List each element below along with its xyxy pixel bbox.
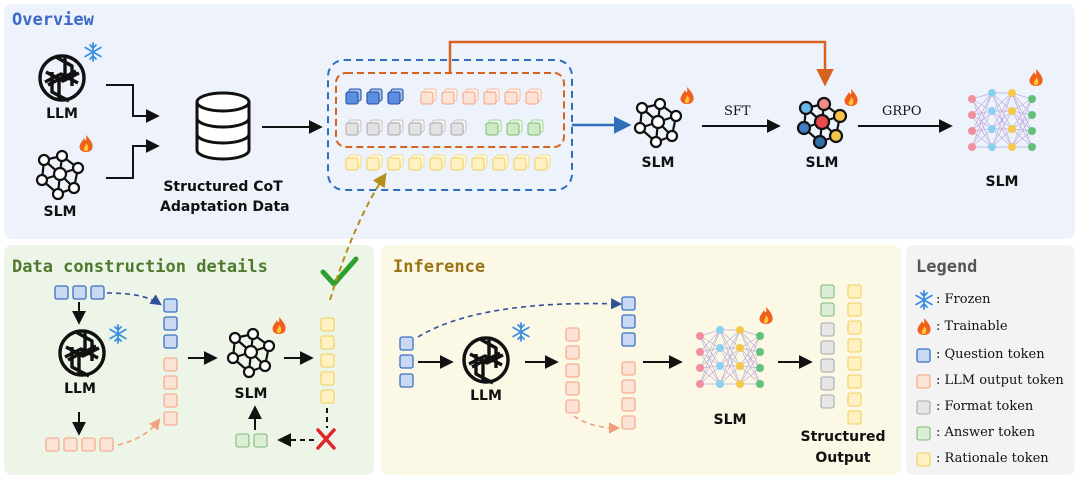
inference-question-dashed-arrow (417, 298, 623, 338)
legend-llm-output-label: : LLM output token (936, 373, 1064, 388)
inference-llm-icon (462, 336, 510, 385)
structured-output-tokens (820, 284, 862, 425)
legend-format-swatch (916, 400, 931, 415)
inference-question-tokens (399, 336, 414, 388)
structured-cot-label-line1: Structured CoT (163, 179, 283, 195)
construction-slm-label: SLM (234, 386, 268, 402)
inference-title: Inference (393, 257, 486, 277)
legend-answer-label: : Answer token (936, 425, 1036, 440)
legend-flame-icon (917, 318, 931, 335)
overview-slm-final-label: SLM (985, 174, 1019, 190)
construction-slm-icon (226, 327, 276, 379)
construction-llm-icon (58, 329, 106, 378)
data-construction-title: Data construction details (12, 257, 268, 277)
overview-slm-flame-icon (79, 135, 93, 152)
sft-label: SFT (724, 104, 751, 119)
legend-frozen-label: : Frozen (936, 292, 991, 307)
overview-slm-sft-icon (796, 96, 848, 150)
overview-slm-mid-flame-icon (680, 87, 694, 104)
legend-format-label: : Format token (936, 399, 1034, 414)
overview-row2-tokens (345, 119, 544, 136)
overview-slm-sft-flame-icon (844, 89, 858, 106)
inference-slm-icon (695, 325, 765, 389)
inference-slm-label: SLM (713, 412, 747, 428)
construction-output-dashed-arrow (117, 418, 161, 446)
structured-output-label-line2: Output (815, 450, 871, 466)
construction-llm-output-tokens (45, 437, 114, 452)
reject-cross-icon (316, 428, 336, 450)
legend-llm-output-swatch (916, 374, 931, 389)
bypass-to-sft-arrow (448, 40, 834, 87)
inference-input-column (621, 296, 636, 430)
structured-output-label-line1: Structured (800, 429, 886, 445)
overview-row3-tokens (345, 154, 551, 171)
grpo-label: GRPO (882, 104, 922, 119)
legend-trainable-label: : Trainable (936, 319, 1008, 334)
inference-output-dashed-arrow (573, 415, 621, 434)
legend-title: Legend (916, 257, 978, 277)
overview-slm-final-flame-icon (1029, 69, 1043, 86)
construction-answer-tokens (235, 433, 268, 448)
overview-llm-label: LLM (46, 106, 78, 122)
overview-llm-snowflake-icon (84, 42, 102, 62)
construction-rationale-column (320, 317, 335, 404)
overview-slm-sft-label: SLM (805, 155, 839, 171)
inference-slm-flame-icon (759, 307, 773, 324)
legend-rationale-label: : Rationale token (936, 451, 1049, 466)
database-icon (195, 91, 251, 161)
slm-to-data-arrow (106, 139, 160, 179)
inference-llm-label: LLM (470, 388, 502, 404)
token-bundle-inner-box (335, 72, 565, 148)
overview-slm-icon (35, 149, 85, 201)
inference-llm-snowflake-icon (512, 322, 530, 342)
inference-panel (381, 245, 901, 475)
construction-input-column (163, 298, 178, 426)
legend-question-swatch (916, 348, 931, 363)
legend-snowflake-icon (915, 290, 933, 310)
legend-question-label: : Question token (936, 347, 1045, 362)
overview-slm-mid-icon (633, 97, 683, 149)
accepted-to-data-dashed-arrow (329, 172, 387, 301)
llm-to-data-arrow (106, 84, 160, 123)
construction-slm-flame-icon (272, 317, 286, 334)
overview-row1-tokens (345, 88, 542, 105)
construction-question-dashed-arrow (106, 292, 162, 306)
construction-question-tokens (54, 285, 105, 300)
legend-rationale-swatch (916, 452, 931, 467)
overview-llm-icon (38, 54, 86, 103)
legend-answer-swatch (916, 426, 931, 441)
inference-llm-output-tokens (565, 327, 580, 414)
legend-panel (906, 245, 1075, 475)
overview-title: Overview (12, 10, 94, 30)
construction-llm-snowflake-icon (109, 324, 127, 344)
structured-cot-label-line2: Adaptation Data (160, 199, 290, 215)
overview-slm-final-icon (967, 88, 1037, 152)
overview-slm-label: SLM (43, 204, 77, 220)
overview-slm-mid-label: SLM (641, 155, 675, 171)
accept-check-icon (320, 256, 359, 287)
construction-llm-label: LLM (64, 381, 96, 397)
